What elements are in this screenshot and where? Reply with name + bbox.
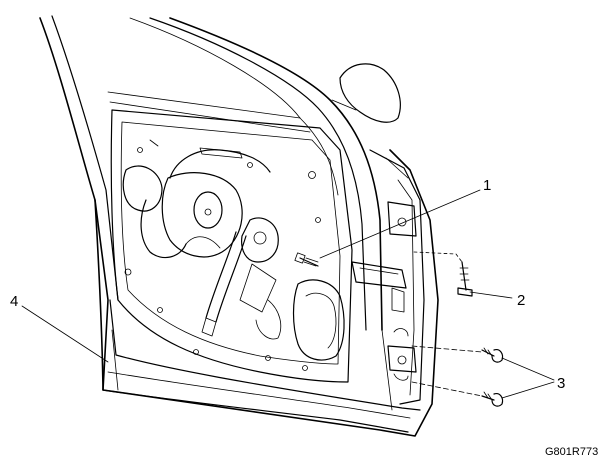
leader-2 [469,291,513,299]
hinge-pillar [351,149,425,405]
leader-1 [319,189,481,259]
callout-2: 2 [517,292,525,309]
panel-holes [124,147,321,371]
side-mirror [331,63,401,123]
figure-code: G801R773 [545,446,598,458]
leader-3b-dashed [411,381,483,397]
leader-3b [501,381,555,399]
fastener-1 [294,252,319,267]
leader-3a-dashed [411,345,483,353]
inner-panel [110,109,353,383]
callout-3: 3 [557,375,565,392]
leader-2-dashed [413,251,463,263]
leader-4 [21,305,109,363]
leader-lines [21,189,555,399]
bolts-3 [481,347,504,407]
door-shell [94,149,439,437]
callout-1: 1 [483,177,491,194]
leader-3a [501,357,555,381]
callout-4: 4 [10,293,18,310]
window-frame [39,15,383,391]
bolt-2 [457,261,473,297]
